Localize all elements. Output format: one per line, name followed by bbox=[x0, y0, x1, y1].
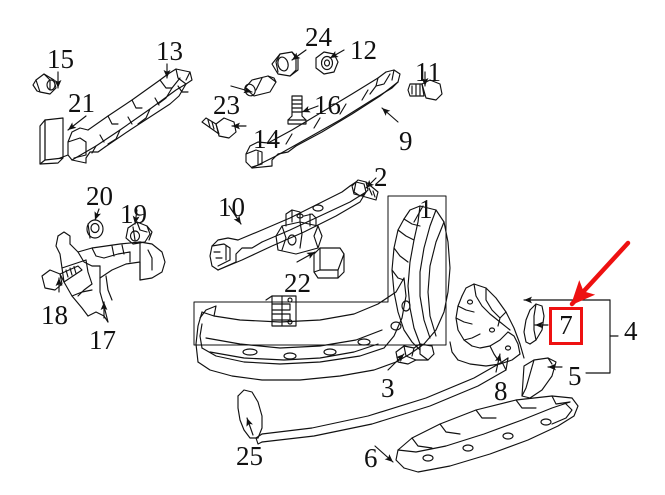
callout-label-24: 24 bbox=[305, 22, 332, 52]
part-1-shape bbox=[193, 195, 451, 381]
part-15-shape bbox=[32, 73, 57, 95]
callout-label-3: 3 bbox=[381, 373, 395, 403]
callout-label-16: 16 bbox=[314, 90, 341, 120]
part-25-shape bbox=[237, 389, 263, 439]
part-6-shape bbox=[395, 395, 579, 473]
part-9-shape bbox=[245, 69, 401, 169]
callout-label-8: 8 bbox=[494, 376, 508, 406]
callout-label-20: 20 bbox=[86, 181, 113, 211]
callout-label-11: 11 bbox=[415, 57, 441, 87]
part-10-shape bbox=[209, 181, 367, 271]
callout-label-5: 5 bbox=[568, 361, 582, 391]
callout-label-10: 10 bbox=[218, 192, 245, 222]
callout-label-13: 13 bbox=[156, 36, 183, 66]
red-highlight-arrow bbox=[569, 240, 631, 307]
callout-label-25: 25 bbox=[236, 441, 263, 471]
callout-label-2: 2 bbox=[374, 162, 388, 192]
callout-label-1: 1 bbox=[419, 194, 433, 224]
callout-label-12: 12 bbox=[350, 35, 377, 65]
part-22-shape bbox=[313, 247, 345, 279]
part-7-shape bbox=[523, 303, 545, 345]
part-5-shape bbox=[521, 357, 557, 399]
part-17-shape bbox=[55, 231, 166, 323]
part-8-shape bbox=[255, 357, 509, 445]
part-3-shape bbox=[395, 343, 435, 365]
callout-leaders bbox=[54, 49, 619, 463]
callout-label-18: 18 bbox=[41, 300, 68, 330]
part-4-shape bbox=[449, 283, 525, 367]
callout-label-7: 7 bbox=[559, 309, 573, 340]
part-20-shape bbox=[86, 219, 104, 239]
callout-label-4: 4 bbox=[624, 316, 638, 346]
callout-label-17: 17 bbox=[89, 325, 116, 355]
callout-label-14: 14 bbox=[253, 124, 280, 154]
callout-label-21: 21 bbox=[68, 88, 95, 118]
part-13-shape bbox=[59, 68, 193, 164]
callout-label-9: 9 bbox=[399, 126, 413, 156]
callout-label-23: 23 bbox=[213, 90, 240, 120]
part-11-shape bbox=[407, 79, 443, 101]
part-12-shape bbox=[315, 51, 339, 75]
callout-label-6: 6 bbox=[364, 443, 378, 473]
part-21-shape bbox=[39, 117, 64, 165]
callout-label-19: 19 bbox=[120, 199, 147, 229]
part-24-shape bbox=[271, 51, 299, 77]
callout-label-15: 15 bbox=[47, 44, 74, 74]
callout-label-22: 22 bbox=[284, 268, 311, 298]
part-23-shape bbox=[244, 75, 277, 97]
part-16-shape bbox=[287, 95, 307, 125]
highlighted-callout-7-box[interactable]: 7 bbox=[549, 307, 583, 345]
part-14-shape bbox=[201, 117, 237, 139]
